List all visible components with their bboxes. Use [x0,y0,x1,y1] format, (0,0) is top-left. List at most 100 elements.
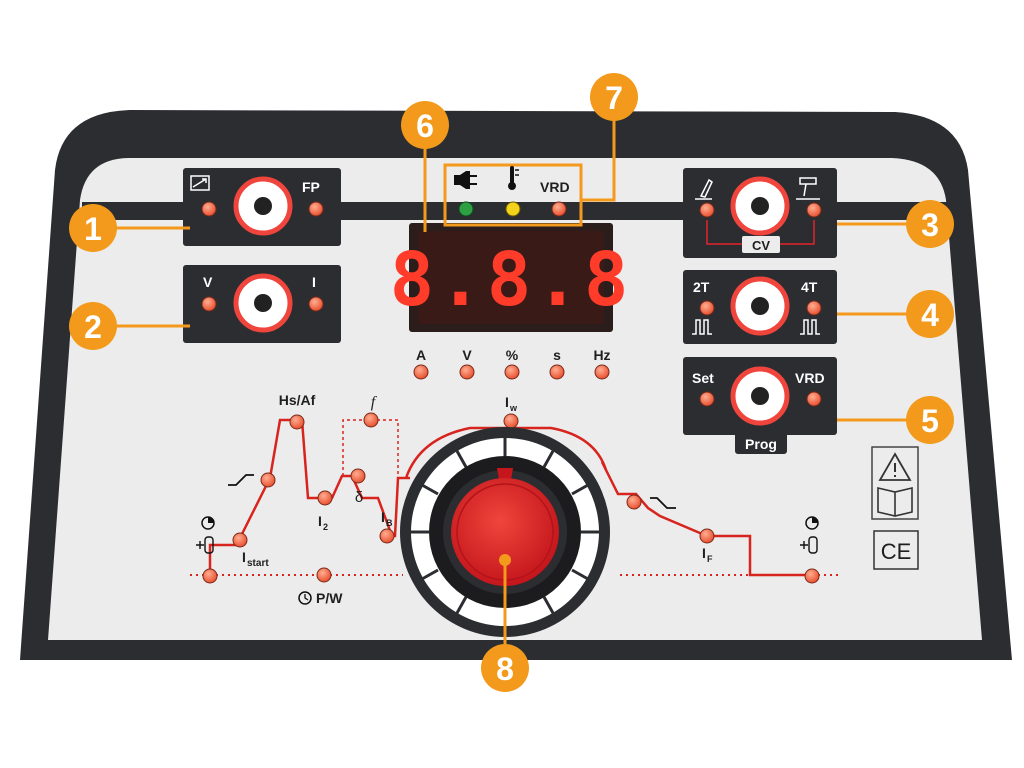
set-label: Set [692,370,714,386]
block-process: CV [683,168,837,258]
status-vrd-label: VRD [540,179,570,195]
post-gas-led [804,568,820,584]
svg-text:I: I [381,509,385,525]
unit-percent-led [504,364,520,380]
fp-led [308,201,324,217]
svg-text:5: 5 [921,403,939,439]
svg-text:I: I [702,545,706,561]
2t-label: 2T [693,279,710,295]
pulse-frequency-box [342,419,399,476]
mode-button[interactable] [233,176,293,236]
vrd-led [806,391,822,407]
pre-gas-led [202,568,218,584]
cycle-arc [404,426,608,479]
istart-label: I start [242,549,269,569]
callout-8: 8 [481,644,529,692]
unit-v: V [462,347,472,363]
i-label: I [312,274,316,290]
warning-block: CE [871,446,919,570]
svg-text:3: 3 [921,207,939,243]
svg-text:2: 2 [323,522,328,532]
clock-icon [298,591,312,605]
downslope-led [626,494,642,510]
iw-label: I w [505,394,518,413]
svg-text:7: 7 [605,80,623,116]
trigger-button[interactable] [730,276,790,336]
svg-text:P/W: P/W [316,590,343,606]
callout-6: 6 [401,101,449,149]
unit-s-led [549,364,565,380]
power-led [458,201,474,217]
unit-a-led [413,364,429,380]
set-led [699,391,715,407]
thermal-led [505,201,521,217]
v-label: V [203,274,213,290]
svg-text:start: start [247,558,269,569]
svg-text:4: 4 [921,297,939,333]
setup-button[interactable] [730,366,790,426]
upslope-led [260,472,276,488]
unit-a: A [416,347,426,363]
i2-label: I 2 [318,513,328,532]
svg-text:1: 1 [84,211,102,247]
process-button[interactable] [730,176,790,236]
ce-mark: CE [881,539,912,564]
post-gas-icon [800,516,819,554]
encoder-knob[interactable] [400,427,610,637]
fp-label: FP [302,179,320,195]
svg-text:2: 2 [84,309,102,345]
pw-label: P/W [298,590,343,606]
ib-led [379,528,395,544]
callout-2: 2 [69,302,117,350]
delta-label: δ [355,489,363,506]
svg-text:I: I [318,513,322,529]
status-indicators: VRD [443,163,583,227]
thermometer-icon [508,166,519,190]
unit-leds: A V % s Hz [413,347,611,380]
block-mode-fp: FP [183,168,341,246]
unit-v-led [459,364,475,380]
4t-led [806,300,822,316]
f-label: f [371,394,378,411]
slope-box-icon [190,175,210,191]
unit-hz-led [594,364,610,380]
display-readout: 8.8.8 [390,237,633,323]
knob-center-dot [499,554,511,566]
hs-af-led [289,414,305,430]
if-label: I F [702,545,713,564]
vrd-label: VRD [795,370,825,386]
prog-label: Prog [745,436,777,452]
plug-icon [454,171,477,189]
svg-text:8: 8 [496,651,514,687]
if-led [699,528,715,544]
block-setup: Set VRD Prog [683,357,837,454]
svg-text:B: B [386,518,393,528]
svg-text:I: I [505,394,509,410]
unit-percent: % [506,347,519,363]
cv-label: CV [752,238,770,253]
frequency-led [363,412,379,428]
electrode-holder-icon [695,178,713,200]
block-v-i: V I [183,265,341,343]
istart-led [232,532,248,548]
downslope-icon [650,497,676,509]
v-i-button[interactable] [233,273,293,333]
callout-1: 1 [69,204,117,252]
unit-s: s [553,347,561,363]
upslope-icon [228,474,254,486]
pre-gas-icon [196,516,215,554]
tig-torch-icon [796,177,820,200]
pulse-wave-icon-right [800,319,820,335]
callout-4: 4 [906,290,954,338]
pulse-wave-icon-left [692,319,712,335]
ib-label: I B [381,509,393,528]
callout-7: 7 [590,73,638,121]
callout-5: 5 [906,396,954,444]
2t-led [699,300,715,316]
vrd-status-led [551,201,567,217]
block-trigger: 2T 4T [683,270,837,344]
mma-led [699,202,715,218]
weld-cycle-diagram: Hs/Af f δ I w I 2 I B I start I F P/W [190,392,838,606]
v-led [201,296,217,312]
